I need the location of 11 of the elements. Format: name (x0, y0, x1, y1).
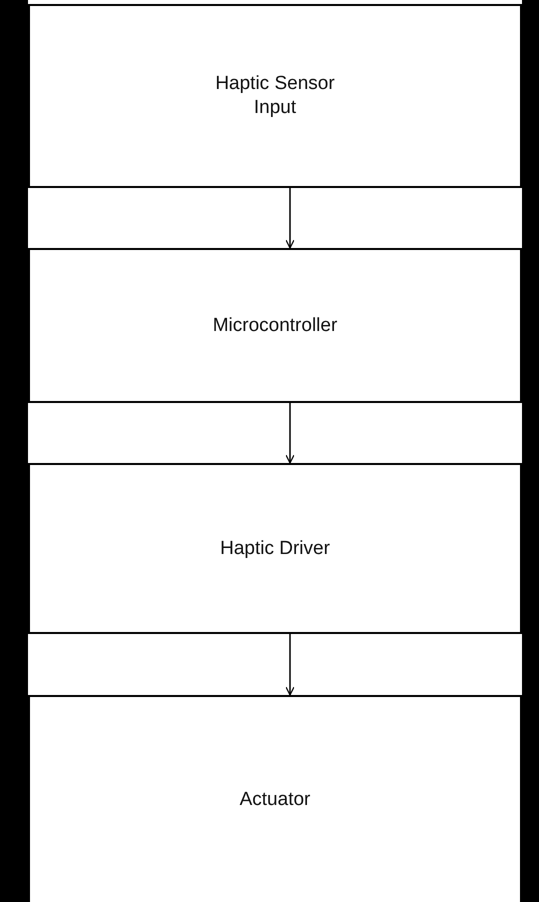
box-label: Microcontroller (212, 314, 338, 338)
arrow (285, 188, 295, 249)
box-label: Actuator (238, 788, 312, 812)
process-box (28, 248, 522, 403)
process-box (28, 463, 522, 634)
arrow (285, 403, 295, 464)
box-label: Haptic Sensor Input (214, 72, 336, 120)
box-label: Haptic Driver (219, 536, 331, 560)
arrow (285, 634, 295, 696)
process-box (28, 695, 522, 902)
process-box (28, 4, 522, 188)
